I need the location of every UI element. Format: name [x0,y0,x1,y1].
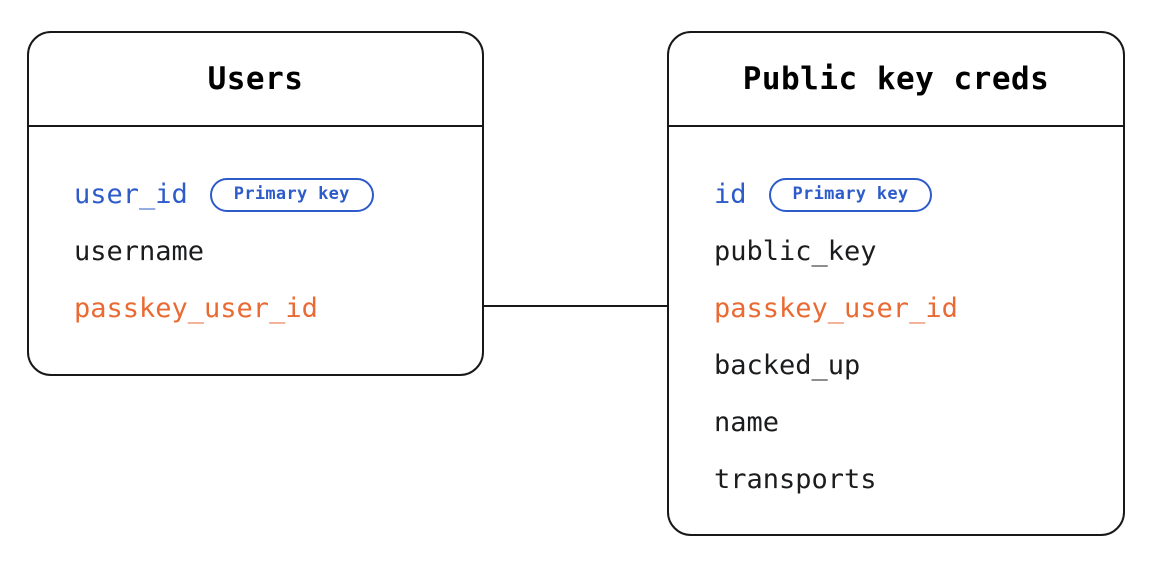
field-name-backed-up: backed_up [714,350,861,381]
entity-header-public-key-creds: Public key creds [669,33,1123,127]
field-row-username[interactable]: username [29,223,482,280]
primary-key-badge-users: Primary key [209,177,374,212]
primary-key-badge-label: Primary key [792,184,909,204]
field-name-passkey-user-id: passkey_user_id [74,293,318,324]
entity-header-users: Users [29,33,482,127]
entity-card-public-key-creds[interactable]: Public key creds id Primary key public_k… [667,31,1125,536]
relationship-connector-line [483,305,669,307]
field-row-passkey-user-id-users[interactable]: passkey_user_id [29,280,482,337]
field-row-name[interactable]: name [669,394,1123,451]
field-row-transports[interactable]: transports [669,451,1123,508]
primary-key-badge-public-key-creds: Primary key [768,177,933,212]
field-row-passkey-user-id-creds[interactable]: passkey_user_id [669,280,1123,337]
field-row-backed-up[interactable]: backed_up [669,337,1123,394]
field-name-public-key: public_key [714,236,877,267]
field-name-id: id [714,179,747,210]
entity-field-list-public-key-creds: id Primary key public_key passkey_user_i… [669,127,1123,534]
field-name-transports: transports [714,464,877,495]
entity-title-users: Users [207,60,304,97]
entity-field-list-users: user_id Primary key username passkey_use… [29,127,482,374]
field-name-passkey-user-id: passkey_user_id [714,293,958,324]
field-name-username: username [74,236,205,267]
field-name-name: name [714,407,780,438]
primary-key-badge-label: Primary key [233,184,350,204]
field-name-user-id: user_id [74,179,188,210]
entity-card-users[interactable]: Users user_id Primary key username passk… [27,31,484,376]
field-row-public-key[interactable]: public_key [669,223,1123,280]
field-row-user-id[interactable]: user_id Primary key [29,166,482,223]
entity-title-public-key-creds: Public key creds [742,60,1050,97]
field-row-id[interactable]: id Primary key [669,166,1123,223]
